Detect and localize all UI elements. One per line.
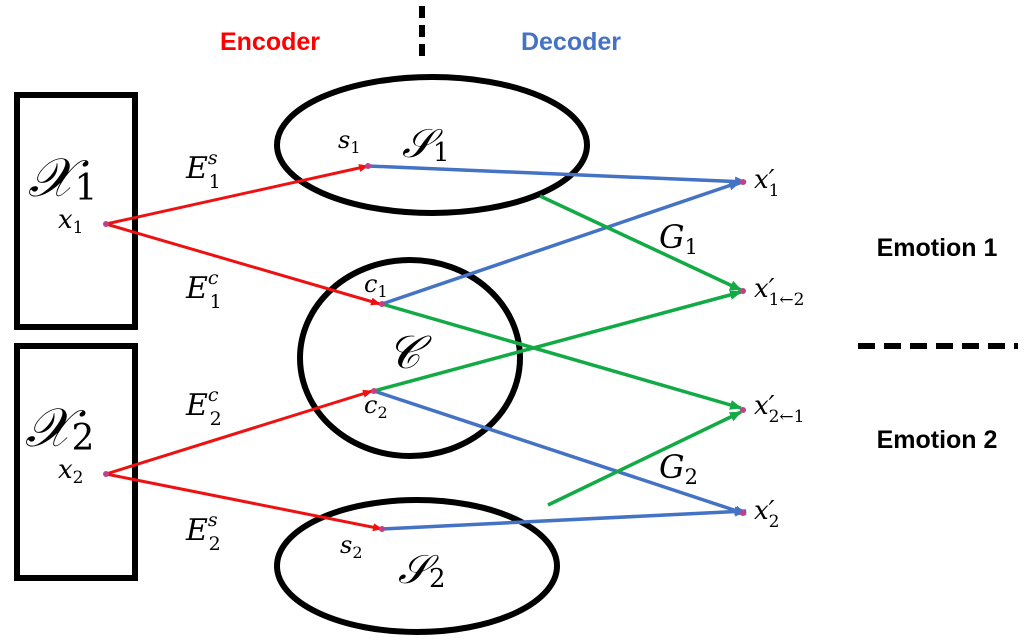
output-x21-label: x′2←1	[754, 391, 804, 427]
point-x2-label: x2	[58, 455, 84, 488]
point-s1-label: s1	[338, 126, 361, 157]
generator-arrow-s1-x12	[539, 194, 742, 292]
encoder-label: Encoder	[220, 28, 320, 56]
encoder-arrow-e2c	[105, 389, 373, 476]
domain-x1-box	[14, 92, 138, 330]
generator-g1-label: G1	[659, 218, 698, 259]
domain-x2-box	[14, 343, 138, 581]
style-space-s2-label: 𝒮2	[398, 547, 446, 594]
encoder-arrow-e2s	[105, 472, 383, 532]
domain-x1-label: 𝒳1	[28, 146, 97, 209]
point-x21	[740, 407, 746, 413]
point-x1	[103, 221, 109, 227]
point-x2-recon	[740, 510, 746, 516]
generator-arrow-c2-x12	[373, 290, 742, 393]
decoder-arrow-s1-x1	[367, 164, 747, 187]
point-s1	[365, 163, 371, 169]
point-x12	[740, 288, 746, 294]
encoder-arrow-e1c	[105, 222, 381, 306]
point-x2	[103, 471, 109, 477]
domain-x2-label: 𝒳2	[25, 396, 94, 459]
point-x1-label: x1	[58, 205, 84, 238]
style-space-s1-label: 𝒮1	[402, 121, 450, 168]
emotion2-label: Emotion 2	[877, 426, 998, 454]
point-s2-label: s2	[340, 531, 363, 562]
decoder-arrow-s2-x2	[381, 506, 747, 531]
emotion1-label: Emotion 1	[877, 234, 998, 262]
output-x1-recon-label: x′1	[754, 165, 779, 201]
decoder-label: Decoder	[521, 28, 621, 56]
point-s2	[379, 526, 385, 532]
point-c2-label: c2	[364, 391, 388, 422]
point-c1	[379, 301, 385, 307]
point-c2	[371, 388, 377, 394]
generator-arrow-c1-x21	[381, 302, 742, 410]
style-space-s1-ellipse	[274, 74, 590, 216]
generator-arrow-s2-x21	[547, 410, 742, 507]
content-space-label: 𝒞	[387, 325, 432, 379]
point-x1-recon	[740, 179, 746, 185]
point-c1-label: c1	[364, 270, 388, 301]
encoder-arrow-e1s	[105, 164, 369, 226]
output-x2-recon-label: x′2	[754, 496, 779, 532]
decoder-arrow-c2-x2	[373, 389, 747, 516]
content-space-ellipse	[297, 257, 523, 459]
decoder-arrow-c1-x1	[381, 180, 741, 306]
output-x12-label: x′1←2	[754, 274, 804, 310]
generator-g2-label: G2	[659, 448, 698, 489]
style-space-s2-ellipse	[274, 497, 560, 635]
